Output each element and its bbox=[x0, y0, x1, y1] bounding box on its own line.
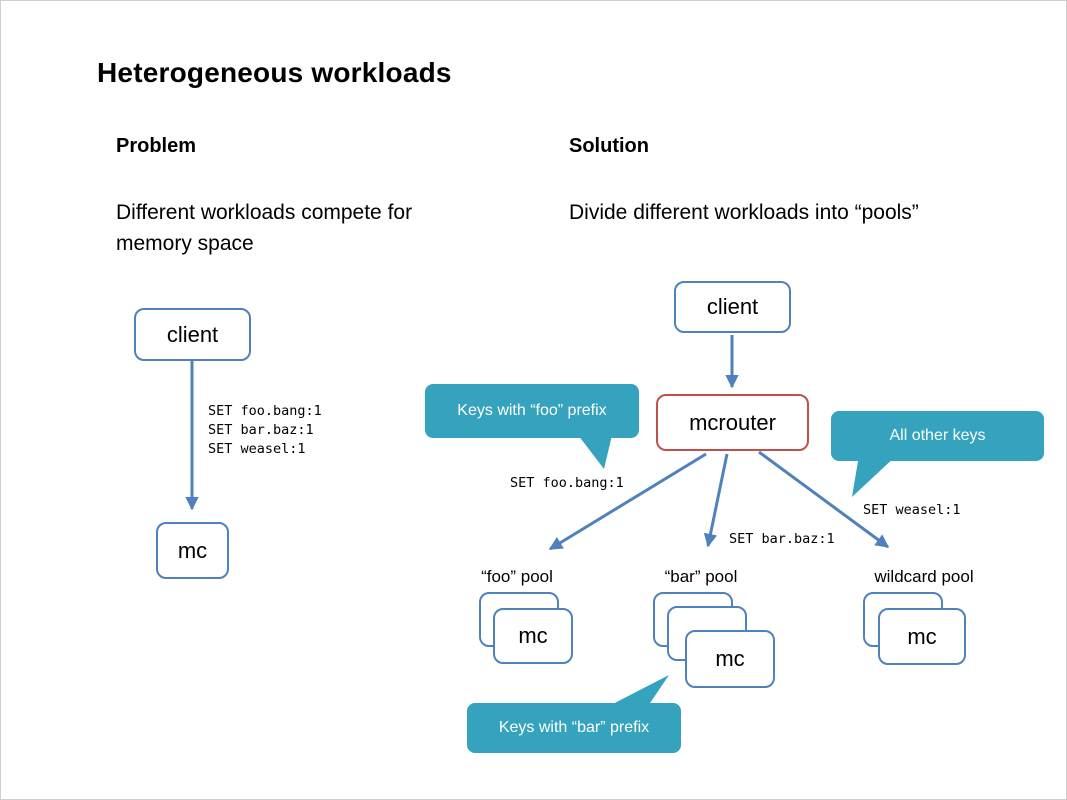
problem-mc-box: mc bbox=[156, 522, 229, 579]
set-weasel-label: SET weasel:1 bbox=[863, 502, 961, 518]
callout-all-other-tail bbox=[852, 455, 897, 497]
mcrouter-box: mcrouter bbox=[656, 394, 809, 451]
bar-pool-label: “bar” pool bbox=[664, 567, 738, 586]
bar-pool-mc-box: mc bbox=[685, 630, 775, 688]
foo-pool-mc-label: mc bbox=[518, 623, 548, 648]
problem-client-box: client bbox=[134, 308, 251, 361]
arrow-mcrouter-to-wildcard-pool bbox=[758, 450, 890, 549]
problem-client-label: client bbox=[166, 321, 219, 347]
wildcard-pool-label: wildcard pool bbox=[874, 567, 974, 586]
callout-bar-tail bbox=[603, 675, 669, 709]
wildcard-pool-mc-box: mc bbox=[878, 608, 966, 665]
callout-foo-tail bbox=[575, 431, 613, 469]
problem-mc-label: mc bbox=[177, 537, 208, 563]
problem-set-commands: SET foo.bang:1 SET bar.baz:1 SET weasel:… bbox=[208, 403, 322, 457]
solution-client-label: client bbox=[706, 294, 759, 319]
callout-foo-prefix: Keys with “foo” prefix bbox=[425, 384, 639, 438]
foo-pool-label: “foo” pool bbox=[481, 567, 553, 586]
set-foo-label: SET foo.bang:1 bbox=[510, 475, 624, 491]
set-bar-label: SET bar.baz:1 bbox=[729, 531, 835, 547]
solution-client-box: client bbox=[674, 281, 791, 333]
slide-title: Heterogeneous workloads bbox=[97, 57, 452, 88]
callout-all-other-keys: All other keys bbox=[831, 411, 1044, 461]
mcrouter-label: mcrouter bbox=[689, 409, 776, 435]
solution-heading: Solution bbox=[569, 135, 649, 157]
solution-body: Divide different workloads into “pools” bbox=[569, 201, 919, 224]
bar-pool-mc-label: mc bbox=[715, 646, 745, 671]
foo-pool-mc-box: mc bbox=[493, 608, 573, 664]
callout-bar-prefix: Keys with “bar” prefix bbox=[467, 703, 681, 753]
problem-heading: Problem bbox=[116, 135, 197, 157]
arrow-mcrouter-to-bar-pool bbox=[703, 453, 729, 548]
arrow-mcrouter-to-foo-pool bbox=[548, 452, 707, 551]
problem-body: Different workloads compete for memory s… bbox=[116, 201, 413, 256]
wildcard-pool-mc-label: mc bbox=[907, 623, 937, 649]
